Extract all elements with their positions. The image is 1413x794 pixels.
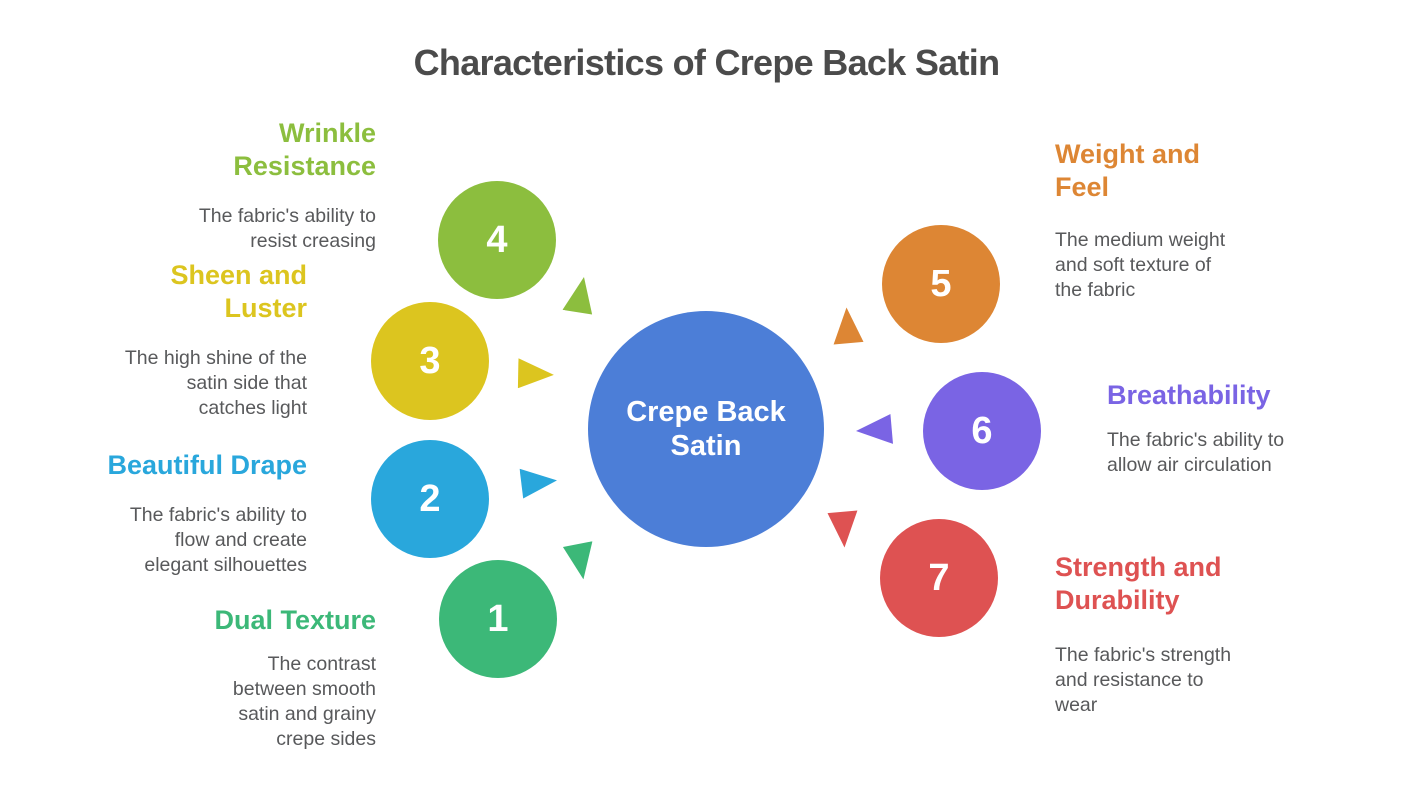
- item-description-5: The medium weight and soft texture of th…: [1055, 229, 1226, 301]
- item-number-3: 3: [419, 340, 441, 382]
- item-heading-7: Strength and Durability: [1055, 552, 1222, 615]
- item-heading-4: Wrinkle Resistance: [233, 118, 376, 181]
- item-circle-1: 1: [439, 560, 557, 678]
- item-number-7: 7: [928, 557, 950, 599]
- center-circle-label: Crepe Back Satin: [626, 396, 786, 462]
- item-circle-5: 5: [882, 225, 1000, 343]
- item-number-4: 4: [486, 219, 508, 261]
- item-circle-7: 7: [880, 519, 998, 637]
- item-circle-2: 2: [371, 440, 489, 558]
- item-number-6: 6: [971, 410, 993, 452]
- item-description-7: The fabric's strength and resistance to …: [1055, 644, 1232, 716]
- arrow-up-icon-5: [830, 308, 864, 345]
- item-circle-4: 4: [438, 181, 556, 299]
- item-number-2: 2: [419, 478, 441, 520]
- item-heading-1: Dual Texture: [214, 605, 376, 635]
- item-description-4: The fabric's ability to resist creasing: [198, 205, 376, 252]
- arrow-right-icon-3: [515, 354, 555, 392]
- arrow-down-icon-1: [563, 541, 601, 581]
- item-heading-5: Weight and Feel: [1055, 139, 1200, 202]
- page-title: Characteristics of Crepe Back Satin: [413, 42, 1000, 83]
- item-circle-6: 6: [923, 372, 1041, 490]
- item-circle-3: 3: [371, 302, 489, 420]
- item-number-5: 5: [930, 263, 952, 305]
- arrow-down-icon-7: [828, 511, 862, 548]
- item-description-3: The high shine of the satin side that ca…: [124, 347, 307, 419]
- center-circle: Crepe Back Satin: [588, 311, 824, 547]
- arrow-up-right-icon-4: [559, 273, 601, 317]
- item-number-1: 1: [487, 598, 509, 640]
- item-heading-3: Sheen and Luster: [170, 260, 307, 323]
- item-heading-2: Beautiful Drape: [107, 450, 307, 480]
- arrow-left-icon-6: [856, 414, 893, 448]
- arrow-right-icon-2: [519, 463, 557, 498]
- item-description-2: The fabric's ability to flow and create …: [129, 504, 307, 576]
- item-description-6: The fabric's ability to allow air circul…: [1107, 429, 1285, 476]
- item-heading-6: Breathability: [1107, 380, 1271, 410]
- item-description-1: The contrast between smooth satin and gr…: [232, 653, 376, 750]
